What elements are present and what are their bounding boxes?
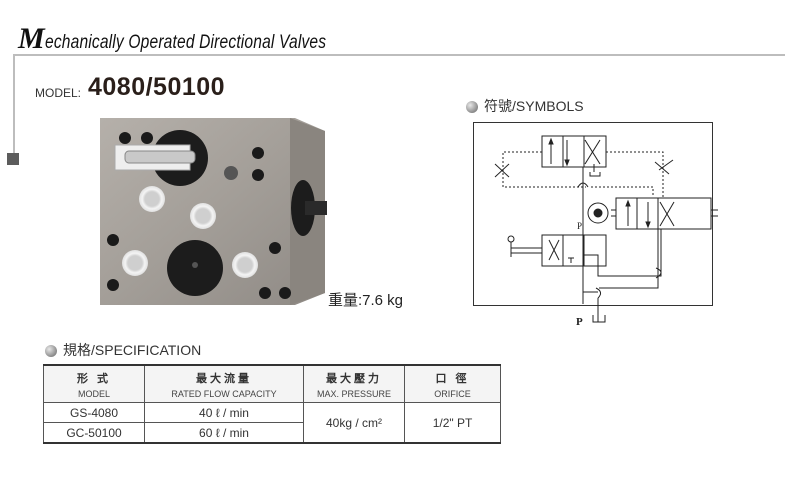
cell-flow: 40 ℓ / min bbox=[144, 402, 304, 423]
title-initial: M bbox=[18, 22, 45, 55]
product-photo bbox=[100, 118, 327, 305]
cell-flow: 60 ℓ / min bbox=[144, 422, 304, 444]
spec-heading: 規格/SPECIFICATION bbox=[45, 340, 201, 360]
col-orifice-zh: 口 徑 bbox=[435, 372, 470, 385]
cell-model: GS-4080 bbox=[43, 402, 145, 423]
port-p-label: P bbox=[577, 221, 582, 231]
symbols-heading: 符號/SYMBOLS bbox=[466, 96, 584, 116]
cell-model: GC-50100 bbox=[43, 422, 145, 444]
title-rest: echanically Operated Directional Valves bbox=[44, 32, 326, 53]
weight-label: 重量:7.6 kg bbox=[328, 292, 404, 309]
cell-orifice: 1/2" PT bbox=[404, 402, 501, 444]
cell-pressure: 40kg / cm² bbox=[303, 402, 405, 444]
col-model: 形 式 MODEL bbox=[43, 364, 145, 403]
col-model-en: MODEL bbox=[77, 388, 110, 399]
symbols-heading-text: 符號/SYMBOLS bbox=[484, 98, 584, 114]
col-flow-en: RATED FLOW CAPACITY bbox=[171, 388, 277, 399]
hydraulic-schematic: P P bbox=[494, 135, 718, 328]
header-rule bbox=[13, 54, 785, 56]
table-row: GC-50100 60 ℓ / min bbox=[43, 422, 501, 444]
table-row: GS-4080 40 ℓ / min 40kg / cm² 1/2" PT bbox=[43, 402, 501, 444]
col-model-zh: 形 式 bbox=[76, 372, 112, 385]
section-marker bbox=[7, 153, 19, 165]
model-label: MODEL: bbox=[35, 86, 82, 100]
bullet-icon bbox=[466, 101, 478, 114]
port-p-bottom-label: P bbox=[576, 316, 583, 328]
col-pressure-en: MAX. PRESSURE bbox=[316, 388, 392, 399]
col-pressure: 最大壓力 MAX. PRESSURE bbox=[303, 364, 405, 403]
page-title: Mechanically Operated Directional Valves bbox=[18, 22, 388, 56]
col-orifice: 口 徑 ORIFICE bbox=[404, 364, 501, 403]
col-flow-zh: 最大流量 bbox=[196, 372, 252, 385]
spec-table: 形 式 MODEL 最大流量 RATED FLOW CAPACITY 最大壓力 MAX… bbox=[43, 364, 501, 444]
col-pressure-zh: 最大壓力 bbox=[326, 372, 382, 385]
model-number: 4080/50100 bbox=[88, 73, 226, 101]
spec-heading-text: 規格/SPECIFICATION bbox=[63, 342, 202, 358]
bullet-icon bbox=[45, 345, 57, 358]
col-flow: 最大流量 RATED FLOW CAPACITY bbox=[144, 364, 304, 403]
col-orifice-en: ORIFICE bbox=[434, 388, 471, 399]
side-rule bbox=[13, 54, 15, 154]
